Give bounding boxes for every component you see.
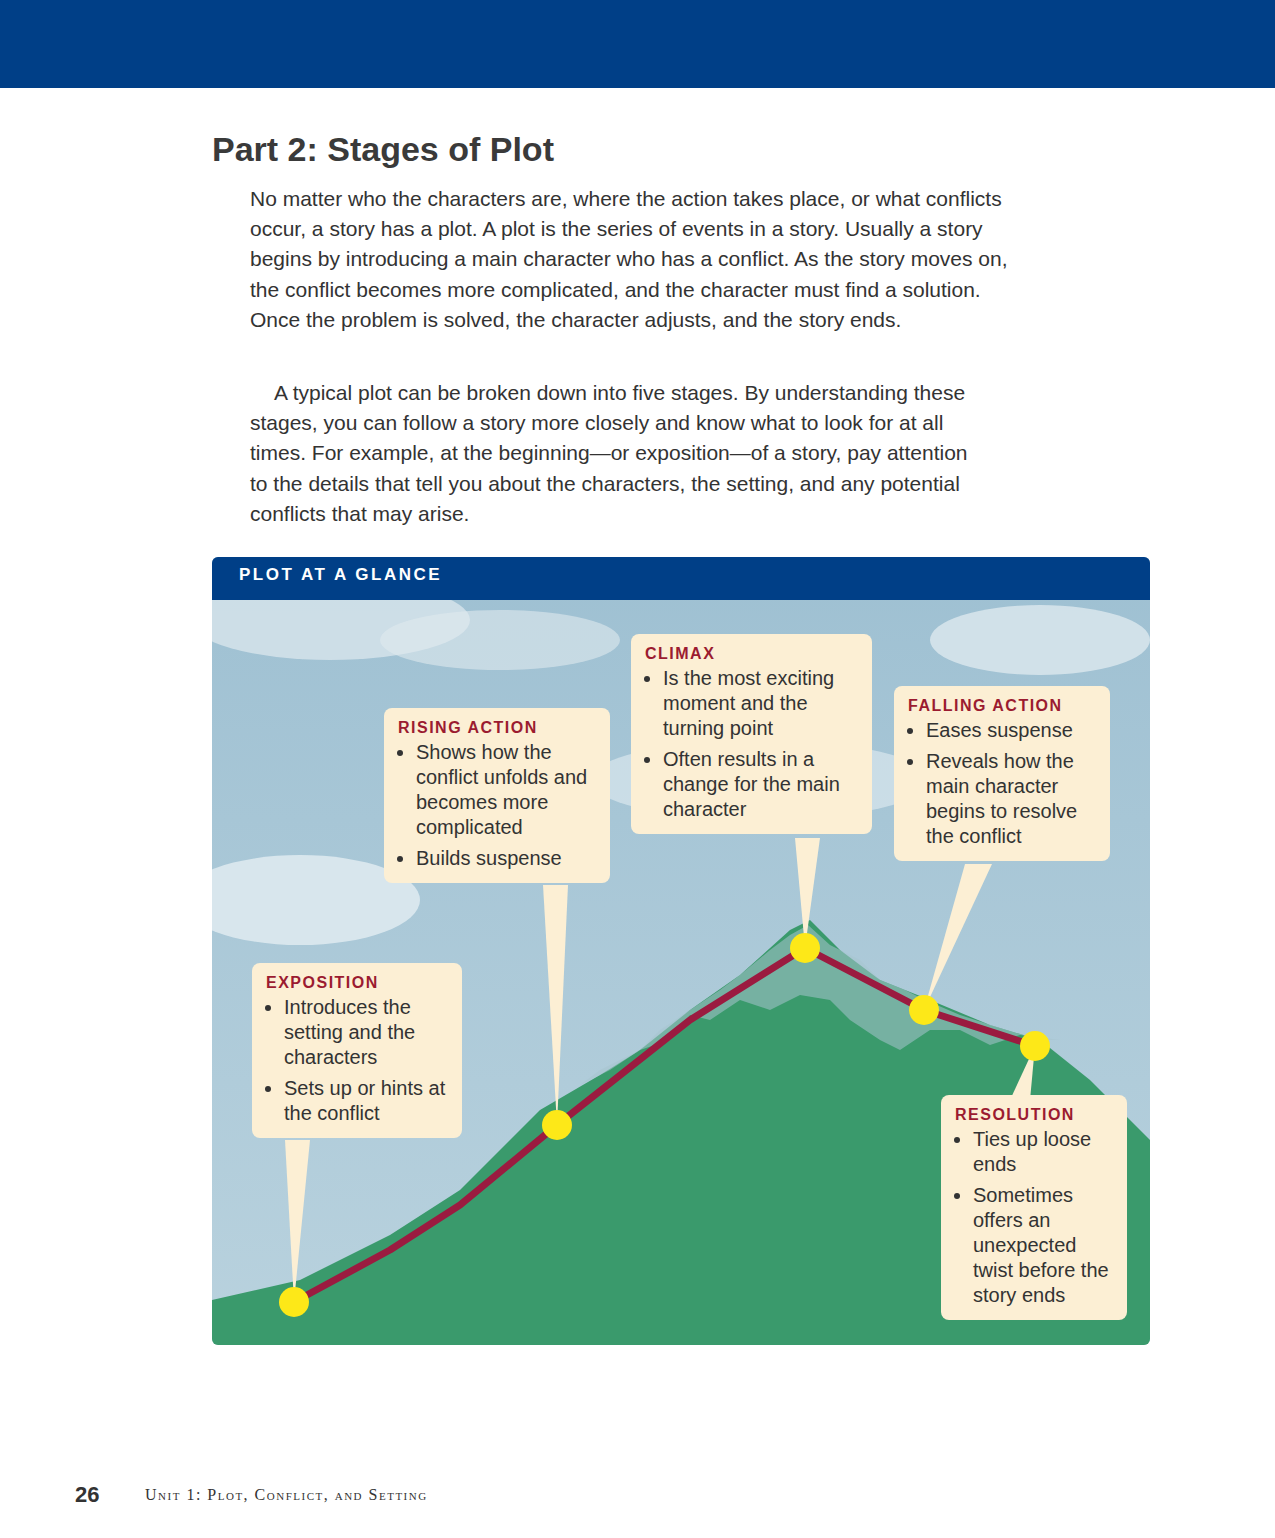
bullet-item: Is the most exciting moment and the turn… bbox=[663, 666, 860, 741]
callout-heading: RISING ACTION bbox=[398, 718, 598, 738]
bullet-item: Reveals how the main character begins to… bbox=[926, 749, 1098, 849]
top-band bbox=[0, 0, 1275, 88]
panel-heading: PLOT AT A GLANCE bbox=[239, 565, 442, 585]
exposition-callout: EXPOSITIONIntroduces the setting and the… bbox=[252, 963, 462, 1138]
bullet-item: Often results in a change for the main c… bbox=[663, 747, 860, 822]
page-number: 26 bbox=[75, 1482, 99, 1508]
bullet-item: Introduces the setting and the character… bbox=[284, 995, 450, 1070]
bullet-list: Shows how the conflict unfolds and becom… bbox=[398, 740, 598, 871]
callout-heading: RESOLUTION bbox=[955, 1105, 1115, 1125]
bullet-item: Eases suspense bbox=[926, 718, 1098, 743]
bullet-item: Sometimes offers an unexpected twist bef… bbox=[973, 1183, 1115, 1308]
bullet-list: Ties up loose endsSometimes offers an un… bbox=[955, 1127, 1115, 1308]
page-title: Part 2: Stages of Plot bbox=[212, 130, 554, 169]
bullet-item: Sets up or hints at the conflict bbox=[284, 1076, 450, 1126]
bullet-list: Is the most exciting moment and the turn… bbox=[645, 666, 860, 822]
body-paragraph: No matter who the characters are, where … bbox=[250, 184, 1010, 335]
bullet-list: Introduces the setting and the character… bbox=[266, 995, 450, 1126]
callout-heading: CLIMAX bbox=[645, 644, 860, 664]
bullet-list: Eases suspenseReveals how the main chara… bbox=[908, 718, 1098, 849]
rising-action-callout: RISING ACTIONShows how the conflict unfo… bbox=[384, 708, 610, 883]
callout-heading: EXPOSITION bbox=[266, 973, 450, 993]
bullet-item: Builds suspense bbox=[416, 846, 598, 871]
bullet-item: Shows how the conflict unfolds and becom… bbox=[416, 740, 598, 840]
running-footer: Unit 1: Plot, Conflict, and Setting bbox=[145, 1486, 428, 1504]
bullet-item: Ties up loose ends bbox=[973, 1127, 1115, 1177]
body-paragraph: A typical plot can be broken down into f… bbox=[250, 378, 990, 529]
falling-action-callout: FALLING ACTIONEases suspenseReveals how … bbox=[894, 686, 1110, 861]
climax-callout: CLIMAXIs the most exciting moment and th… bbox=[631, 634, 872, 834]
callout-heading: FALLING ACTION bbox=[908, 696, 1098, 716]
resolution-callout: RESOLUTIONTies up loose endsSometimes of… bbox=[941, 1095, 1127, 1320]
